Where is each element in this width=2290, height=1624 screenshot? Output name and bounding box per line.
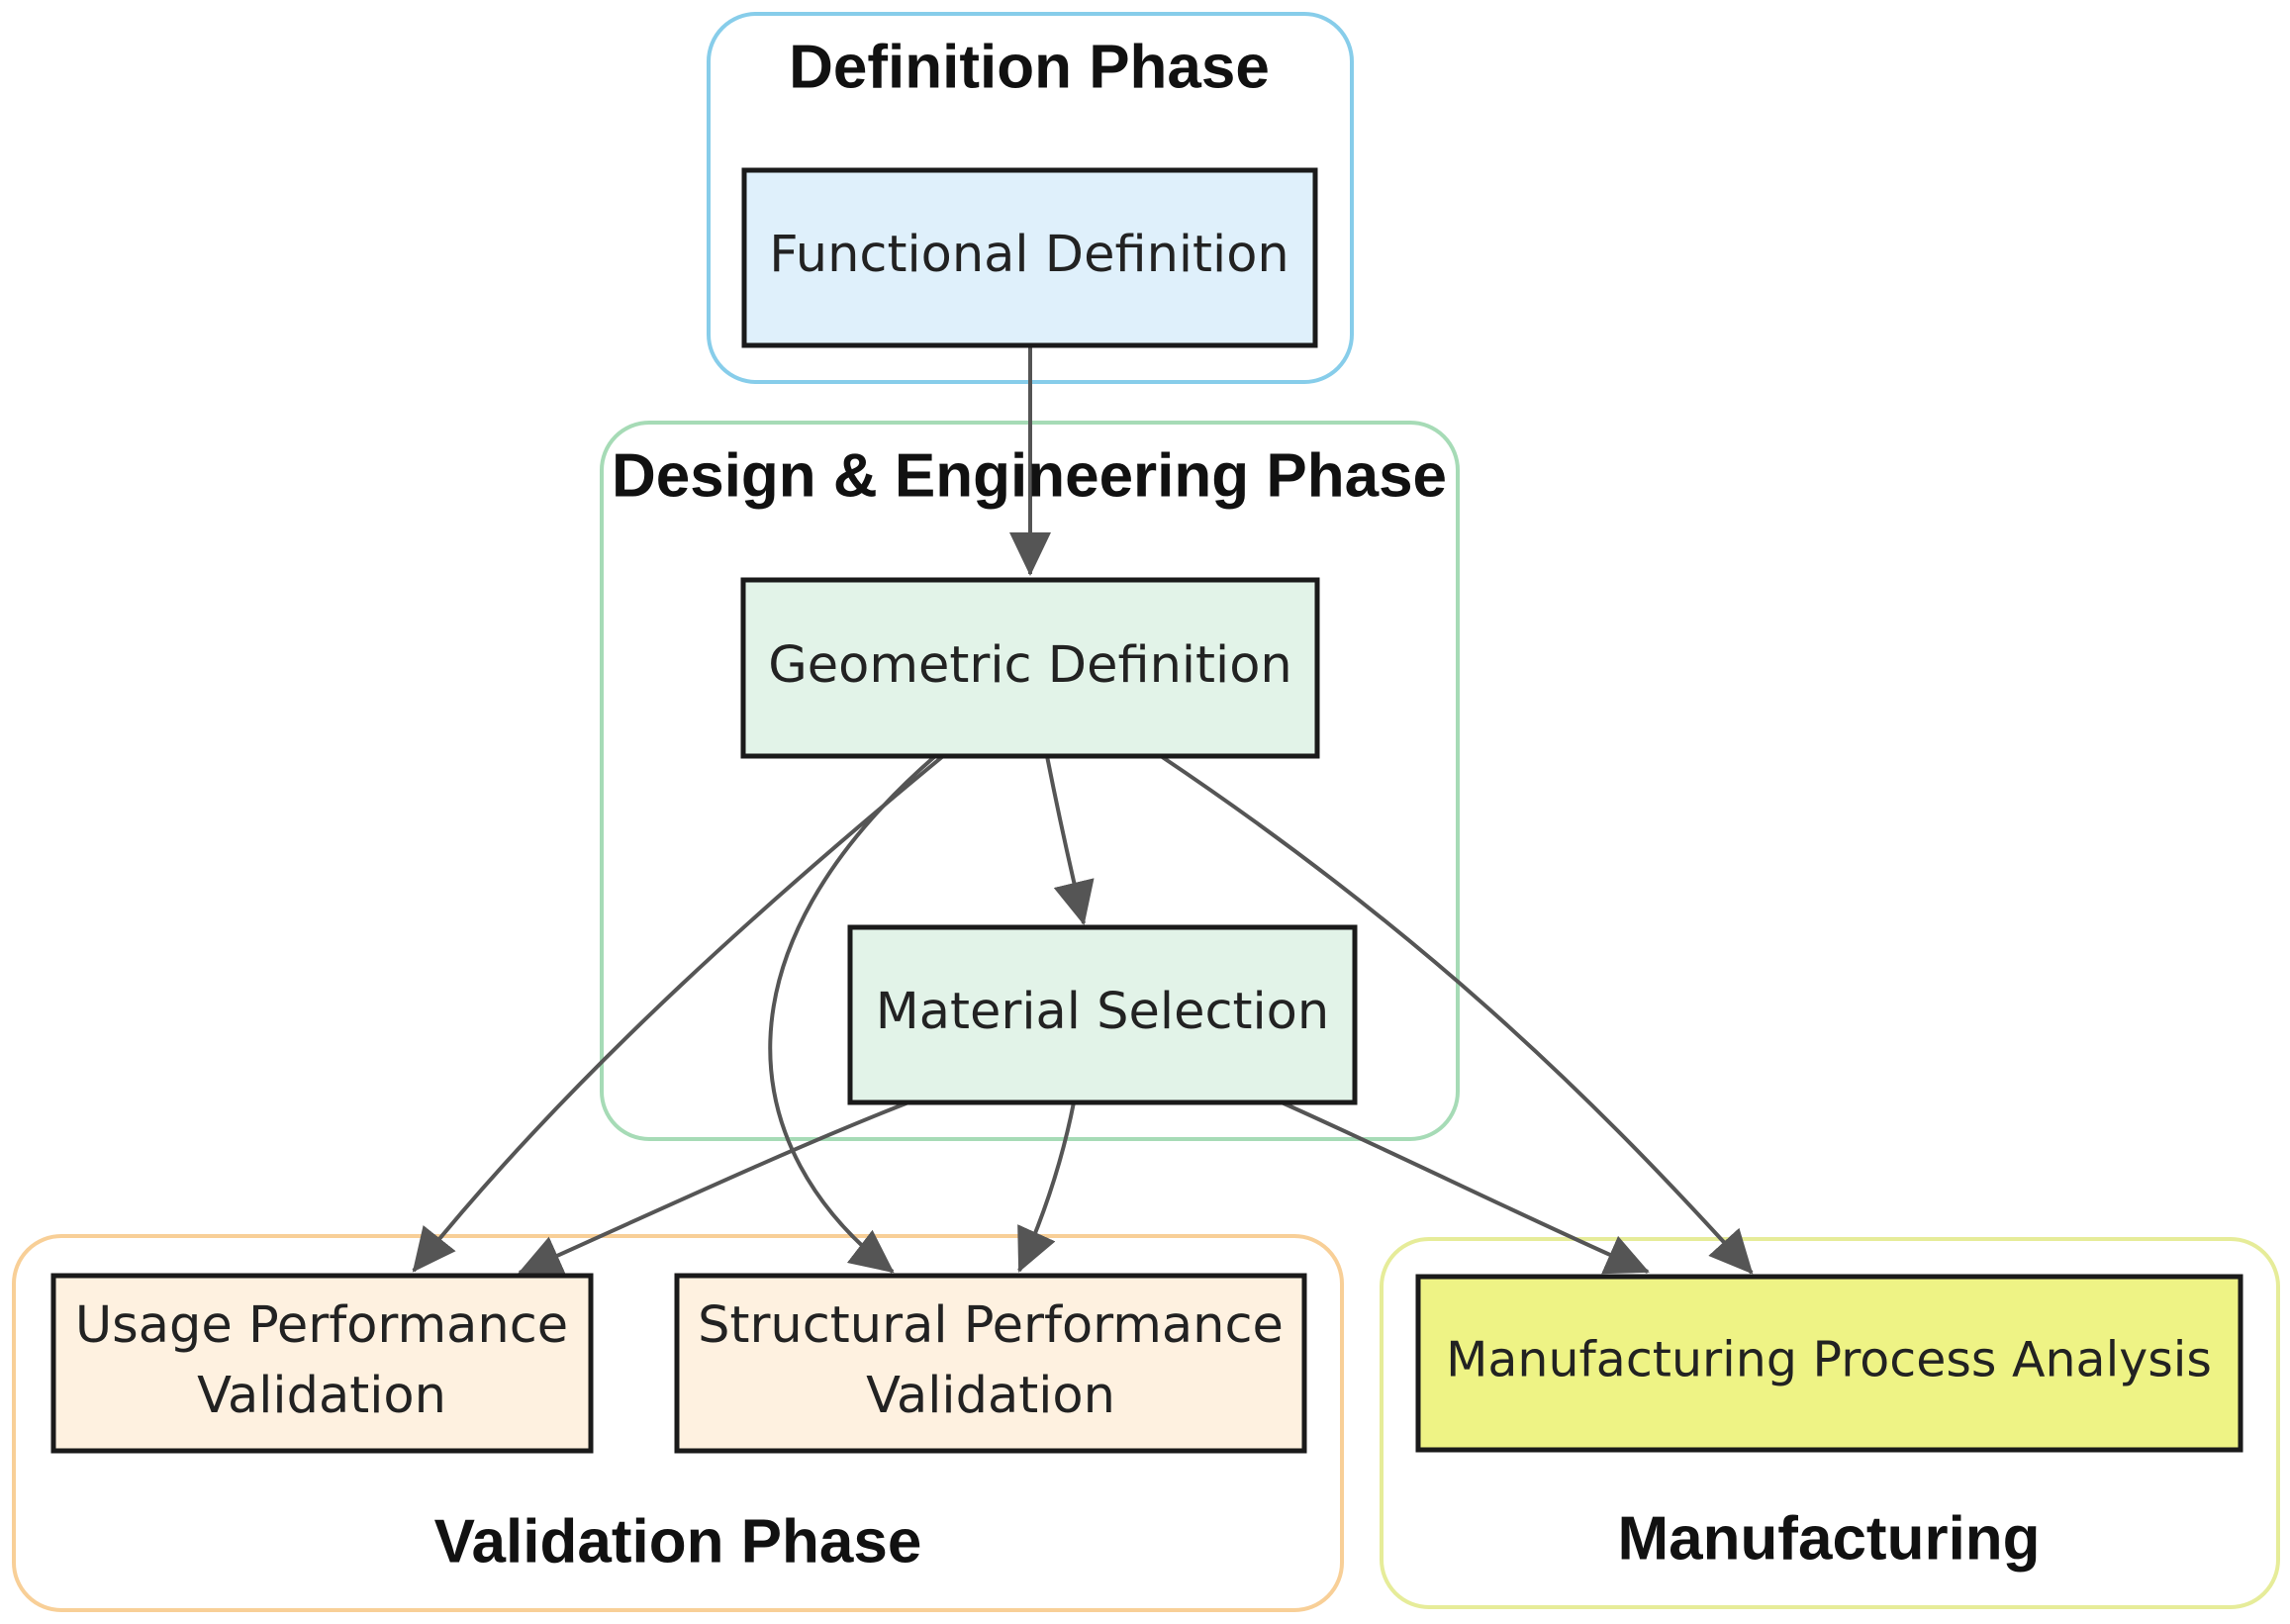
manufacturing-group xyxy=(1380,1237,2280,1609)
functional-definition-label: Functional Definition xyxy=(769,226,1289,284)
node-structural-performance-validation[interactable]: Structural Performance Validation xyxy=(674,1273,1307,1454)
geometric-definition-label: Geometric Definition xyxy=(768,636,1292,695)
usage-performance-validation-label-line2: Validation xyxy=(197,1367,446,1425)
usage-performance-validation-label-line1: Usage Performance xyxy=(75,1296,568,1355)
node-functional-definition[interactable]: Functional Definition xyxy=(741,167,1318,348)
node-material-selection[interactable]: Material Selection xyxy=(847,924,1358,1105)
edge-material-to-structural xyxy=(1017,1101,1076,1273)
node-geometric-definition[interactable]: Geometric Definition xyxy=(740,577,1320,759)
manufacturing-process-analysis-label: Manufacturing Process Analysis xyxy=(1446,1332,2212,1388)
manufacturing-title: Manufacturing xyxy=(1617,1504,2040,1573)
structural-performance-validation-label-line1: Structural Performance xyxy=(698,1296,1284,1355)
edge-geometric-to-manufacturing xyxy=(1159,754,1754,1275)
material-selection-label: Material Selection xyxy=(876,983,1329,1041)
edge-material-to-manufacturing xyxy=(1281,1100,1650,1275)
edges xyxy=(412,345,1754,1275)
definition-phase-title: Definition Phase xyxy=(789,33,1270,101)
node-usage-performance-validation[interactable]: Usage Performance Validation xyxy=(50,1273,594,1454)
edge-material-to-usage xyxy=(518,1100,909,1275)
validation-phase-title: Validation Phase xyxy=(434,1507,922,1576)
structural-performance-validation-label-line2: Validation xyxy=(866,1367,1115,1425)
design-engineering-phase-title: Design & Engineering Phase xyxy=(612,441,1447,510)
node-manufacturing-process-analysis[interactable]: Manufacturing Process Analysis xyxy=(1415,1274,2243,1453)
validation-phase-group xyxy=(12,1234,1344,1612)
edge-geometric-to-material xyxy=(1045,755,1095,925)
edge-geometric-to-structural xyxy=(768,754,937,1274)
